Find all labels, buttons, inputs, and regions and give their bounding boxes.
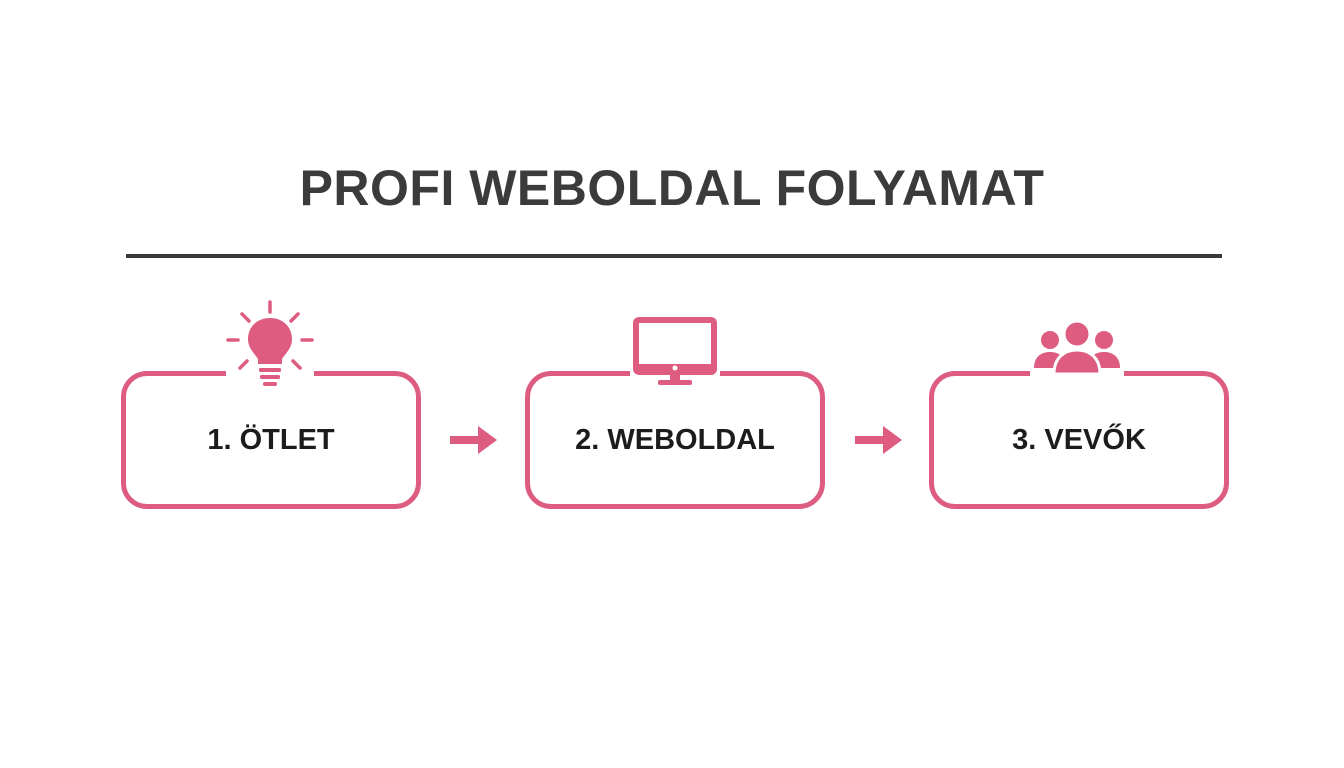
users-icon — [1030, 316, 1124, 382]
step-label-website: 2. WEBOLDAL — [575, 423, 775, 456]
step-label-customers: 3. VEVŐK — [1012, 423, 1146, 456]
arrow-right-icon — [450, 424, 498, 456]
arrow-right-icon — [855, 424, 903, 456]
title-divider — [126, 254, 1222, 258]
step-box-website: 2. WEBOLDAL — [525, 371, 825, 509]
step-box-customers: 3. VEVŐK — [929, 371, 1229, 509]
monitor-icon — [630, 314, 720, 390]
lightbulb-icon — [226, 298, 314, 390]
step-label-idea: 1. ÖTLET — [207, 423, 335, 456]
step-box-idea: 1. ÖTLET — [121, 371, 421, 509]
diagram-title: PROFI WEBOLDAL FOLYAMAT — [299, 160, 1045, 216]
